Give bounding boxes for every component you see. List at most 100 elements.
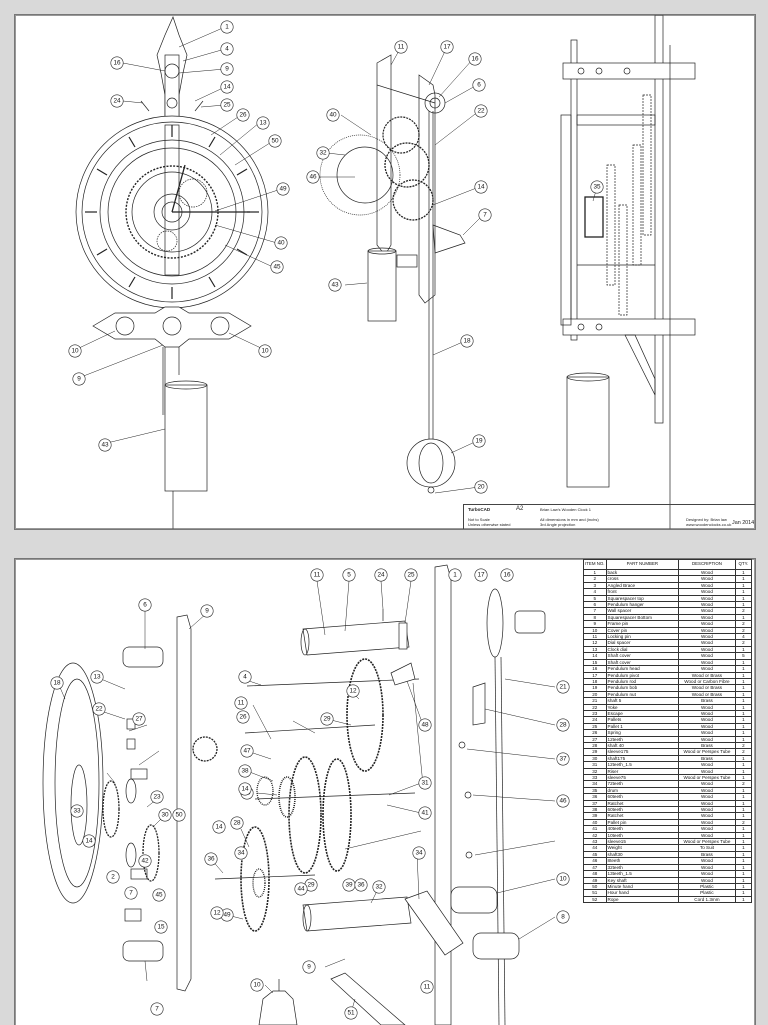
- callout-number: 24: [113, 98, 121, 105]
- projection-note: 3rd Angle projection: [540, 522, 575, 527]
- callout-number: 19: [475, 438, 483, 445]
- callout-number: 31: [421, 780, 429, 787]
- callout-number: 29: [307, 882, 315, 889]
- callout-number: 26: [239, 112, 247, 119]
- callout-number: 22: [95, 706, 103, 713]
- callout-number: 4: [225, 46, 229, 53]
- callout-number: 14: [477, 184, 485, 191]
- callout-number: 42: [141, 858, 149, 865]
- bom-description: Wood or Perspex Tube: [679, 775, 736, 781]
- callout-number: 48: [421, 722, 429, 729]
- callout-number: 10: [261, 348, 269, 355]
- callout-number: 16: [113, 60, 121, 67]
- bom-header-item: ITEM NO.: [584, 560, 607, 570]
- front-view: [76, 17, 268, 529]
- callout-number: 17: [477, 572, 485, 579]
- callout-number: 28: [559, 722, 567, 729]
- callout-number: 27: [135, 716, 143, 723]
- callout-number: 21: [559, 684, 567, 691]
- callout-number: 23: [153, 794, 161, 801]
- callout-number: 32: [375, 884, 383, 891]
- sheet-size: A2: [516, 506, 523, 512]
- callout-number: 7: [129, 890, 133, 897]
- callout-number: 25: [407, 572, 415, 579]
- callout-number: 49: [223, 912, 231, 919]
- callout-number: 9: [307, 964, 311, 971]
- end-view: [561, 15, 695, 529]
- callout-number: 18: [53, 680, 61, 687]
- bom-item-no: 52: [584, 896, 607, 902]
- bom-header-description: DESCRIPTION: [679, 560, 736, 570]
- drawing-title: Brian Law's Wooden Clock 1: [540, 507, 591, 512]
- callout-number: 40: [277, 240, 285, 247]
- callout-number: 25: [223, 102, 231, 109]
- bom-qty: 1: [735, 896, 751, 902]
- callout-number: 14: [85, 838, 93, 845]
- callout-number: 14: [215, 824, 223, 831]
- bom-header-qty: QTY.: [735, 560, 751, 570]
- callout-number: 6: [143, 602, 147, 609]
- callout-number: 29: [323, 716, 331, 723]
- callout-number: 20: [477, 484, 485, 491]
- bom-header-part: PART NUMBER: [606, 560, 679, 570]
- callout-number: 34: [415, 850, 423, 857]
- callout-number: 11: [398, 44, 405, 51]
- callout-number: 40: [329, 112, 337, 119]
- callout-number: 32: [319, 150, 327, 157]
- callout-number: 1: [453, 572, 457, 579]
- callout-number: 7: [155, 1006, 159, 1013]
- callout-number: 13: [259, 120, 267, 127]
- callout-number: 11: [314, 572, 321, 579]
- callout-number: 11: [424, 984, 431, 991]
- callout-number: 49: [279, 186, 287, 193]
- callout-number: 45: [155, 892, 163, 899]
- callout-number: 9: [225, 66, 229, 73]
- callout-number: 44: [297, 886, 305, 893]
- callout-number: 36: [357, 882, 365, 889]
- callout-number: 10: [71, 348, 79, 355]
- callout-number: 46: [559, 798, 567, 805]
- callout-number: 12: [349, 688, 357, 695]
- callout-number: 12: [213, 910, 221, 917]
- cad-logo: TurboCAD: [468, 507, 490, 512]
- callout-number: 47: [243, 748, 251, 755]
- drawing-date: Jan 2014: [732, 520, 754, 526]
- callout-number: 35: [593, 184, 601, 191]
- callout-number: 14: [241, 786, 249, 793]
- callout-number: 15: [157, 924, 165, 931]
- callout-number: 16: [471, 56, 479, 63]
- callout-number: 17: [443, 44, 451, 51]
- bom-description: Wood or Perspex Tube: [679, 749, 736, 755]
- callout-number: 8: [561, 914, 565, 921]
- callout-number: 6: [477, 82, 481, 89]
- callout-number: 10: [253, 982, 261, 989]
- callout-number: 36: [207, 856, 215, 863]
- callout-number: 11: [238, 700, 245, 707]
- callout-number: 14: [223, 84, 231, 91]
- callout-number: 16: [503, 572, 511, 579]
- callout-number: 41: [421, 810, 429, 817]
- callout-number: 39: [345, 882, 353, 889]
- callout-number: 45: [273, 264, 281, 271]
- callout-number: 24: [377, 572, 385, 579]
- callout-number: 50: [175, 812, 183, 819]
- bom-description: Wood or Perspex Tube: [679, 839, 736, 845]
- assembly-views: 1416914242526135049404510109431117166224…: [15, 15, 755, 529]
- callout-number: 26: [239, 714, 247, 721]
- callout-number: 34: [237, 850, 245, 857]
- website: www.woodenclocks.co.uk: [686, 522, 731, 527]
- callout-number: 38: [241, 768, 249, 775]
- callout-number: 46: [309, 174, 317, 181]
- callout-number: 43: [101, 442, 109, 449]
- callout-number: 7: [483, 212, 487, 219]
- bom-description: Cord 1.3mm: [679, 896, 736, 902]
- callout-number: 5: [347, 572, 351, 579]
- callout-number: 4: [243, 674, 247, 681]
- callout-number: 1: [225, 24, 229, 31]
- callout-number: 18: [463, 338, 471, 345]
- callout-number: 9: [205, 608, 209, 615]
